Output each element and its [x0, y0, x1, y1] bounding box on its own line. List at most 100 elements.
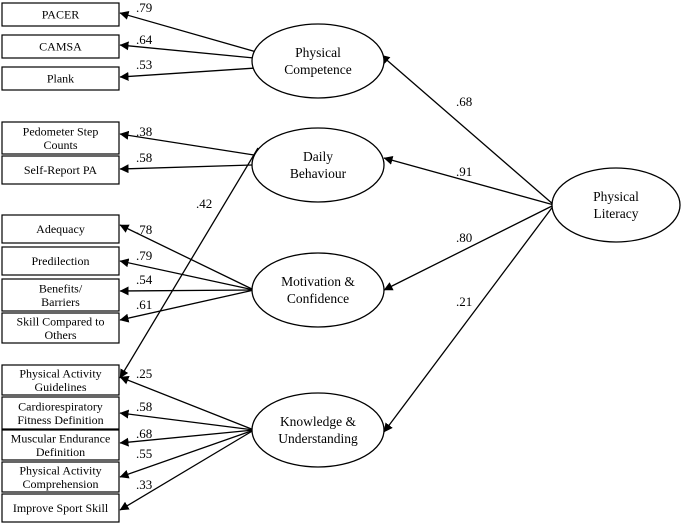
indicator-label-muscular-line-1: Muscular Endurance: [11, 431, 111, 445]
indicator-adequacy: Adequacy: [1, 214, 120, 244]
indicator-label-predilection-line-1: Predilection: [32, 254, 90, 268]
path-arrow-motivation-to-skillcompared: [119, 289, 255, 323]
indicator-label-pedometer-line-2: Counts: [43, 138, 77, 152]
path-coefficient-literacy-to-behaviour: .91: [456, 164, 472, 179]
path-coefficient-knowledge-to-paguidelines: .25: [136, 366, 152, 381]
factor-label-knowledge-line-2: Understanding: [278, 431, 358, 446]
indicator-sportskill: Improve Sport Skill: [1, 493, 120, 523]
indicator-box-predilection: [1, 246, 120, 276]
path-arrow-behaviour-to-paguidelines: [119, 147, 259, 379]
indicator-label-benefits-line-1: Benefits/: [39, 281, 83, 295]
path-coefficient-literacy-to-motivation: .80: [456, 230, 472, 245]
indicator-label-selfreport-line-1: Self-Report PA: [24, 163, 98, 177]
indicator-label-benefits-line-2: Barriers: [41, 295, 80, 309]
path-arrow-knowledge-to-sportskill: [119, 429, 255, 511]
indicator-pacer: PACER: [1, 2, 120, 27]
indicator-box-plank: [1, 66, 120, 91]
path-coefficient-competence-to-pacer: .79: [136, 0, 152, 15]
indicator-label-camsa-line-1: CAMSA: [39, 40, 82, 54]
path-coefficient-competence-to-plank: .53: [136, 57, 152, 72]
indicator-label-adequacy-line-1: Adequacy: [36, 222, 85, 236]
indicator-box-pedometer: [1, 121, 120, 155]
path-coefficient-knowledge-to-muscular: .68: [136, 426, 152, 441]
indicator-benefits: Benefits/Barriers: [1, 278, 120, 312]
path-arrow-competence-to-pacer: [119, 11, 261, 54]
factor-label-motivation-line-2: Confidence: [287, 291, 349, 306]
indicator-box-muscular: [1, 429, 120, 461]
indicator-label-skillcompared-line-2: Others: [45, 328, 77, 342]
indicator-label-pacer-line-1: PACER: [42, 8, 80, 22]
path-coefficient-behaviour-to-paguidelines: .42: [196, 196, 212, 211]
indicator-box-camsa: [1, 34, 120, 59]
path-arrow-literacy-to-motivation: [383, 204, 555, 291]
path-coefficient-knowledge-to-sportskill: .33: [136, 477, 152, 492]
path-arrow-behaviour-to-selfreport: [119, 164, 253, 174]
indicator-camsa: CAMSA: [1, 34, 120, 59]
path-arrow-motivation-to-benefits: [119, 286, 255, 296]
indicator-label-plank-line-1: Plank: [47, 72, 74, 86]
path-coefficient-behaviour-to-pedometer: .38: [136, 124, 152, 139]
indicator-label-pedometer-line-1: Pedometer Step: [23, 124, 99, 138]
path-coefficient-motivation-to-adequacy: .78: [136, 222, 152, 237]
factor-label-literacy-line-1: Physical: [593, 189, 639, 204]
factor-label-behaviour-line-2: Behaviour: [290, 166, 347, 181]
indicator-selfreport: Self-Report PA: [1, 155, 120, 185]
path-arrow-competence-to-camsa: [119, 41, 255, 59]
indicator-box-pacomprehension: [1, 461, 120, 493]
path-arrow-literacy-to-behaviour: [383, 155, 555, 206]
factor-ellipse-competence: [251, 23, 385, 99]
factor-label-knowledge-line-1: Knowledge &: [280, 414, 357, 429]
path-arrow-literacy-to-competence: [380, 54, 555, 206]
factor-label-behaviour-line-1: Daily: [303, 149, 333, 164]
indicator-label-cardio-line-2: Fitness Definition: [17, 413, 103, 427]
path-arrow-knowledge-to-cardio: [119, 409, 255, 431]
indicator-box-pacer: [1, 2, 120, 27]
path-coefficient-behaviour-to-selfreport: .58: [136, 150, 152, 165]
indicator-label-paguidelines-line-2: Guidelines: [35, 380, 87, 394]
factor-label-competence-line-1: Physical: [295, 45, 341, 60]
indicator-label-paguidelines-line-1: Physical Activity: [19, 366, 101, 380]
indicator-label-muscular-line-2: Definition: [36, 445, 85, 459]
indicator-box-sportskill: [1, 493, 120, 523]
factor-ellipse-behaviour: [251, 127, 385, 203]
factor-ellipse-literacy: [551, 167, 681, 243]
indicator-label-pacomprehension-line-2: Comprehension: [23, 477, 99, 491]
path-coefficient-knowledge-to-cardio: .58: [136, 399, 152, 414]
indicator-box-adequacy: [1, 214, 120, 244]
indicator-box-selfreport: [1, 155, 120, 185]
indicator-label-sportskill-line-1: Improve Sport Skill: [13, 501, 109, 515]
indicator-label-cardio-line-1: Cardiorespiratory: [18, 399, 103, 413]
indicator-box-paguidelines: [1, 364, 120, 396]
indicator-box-cardio: [1, 396, 120, 430]
factor-motivation: Motivation & Confidence: [251, 252, 385, 328]
path-coefficient-literacy-to-competence: .68: [456, 94, 472, 109]
factor-knowledge: Knowledge & Understanding: [251, 392, 385, 468]
factor-label-competence-line-2: Competence: [284, 62, 351, 77]
path-arrow-competence-to-plank: [119, 67, 257, 81]
factor-ellipse-motivation: [251, 252, 385, 328]
path-coefficient-motivation-to-benefits: .54: [136, 272, 153, 287]
path-arrow-knowledge-to-paguidelines: [119, 375, 255, 431]
indicator-plank: Plank: [1, 66, 120, 91]
indicator-box-skillcompared: [1, 312, 120, 344]
path-arrow-knowledge-to-pacomprehension: [119, 429, 255, 479]
indicator-predilection: Predilection: [1, 246, 120, 276]
path-coefficient-motivation-to-skillcompared: .61: [136, 297, 152, 312]
factor-label-motivation-line-1: Motivation &: [281, 274, 355, 289]
path-arrow-knowledge-to-muscular: [119, 429, 255, 447]
indicator-label-skillcompared-line-1: Skill Compared to: [17, 314, 105, 328]
path-coefficient-competence-to-camsa: .64: [136, 32, 153, 47]
path-coefficient-literacy-to-knowledge: .21: [456, 294, 472, 309]
indicator-box-benefits: [1, 278, 120, 312]
path-coefficient-knowledge-to-pacomprehension: .55: [136, 446, 152, 461]
path-arrow-behaviour-to-pedometer: [119, 130, 255, 156]
